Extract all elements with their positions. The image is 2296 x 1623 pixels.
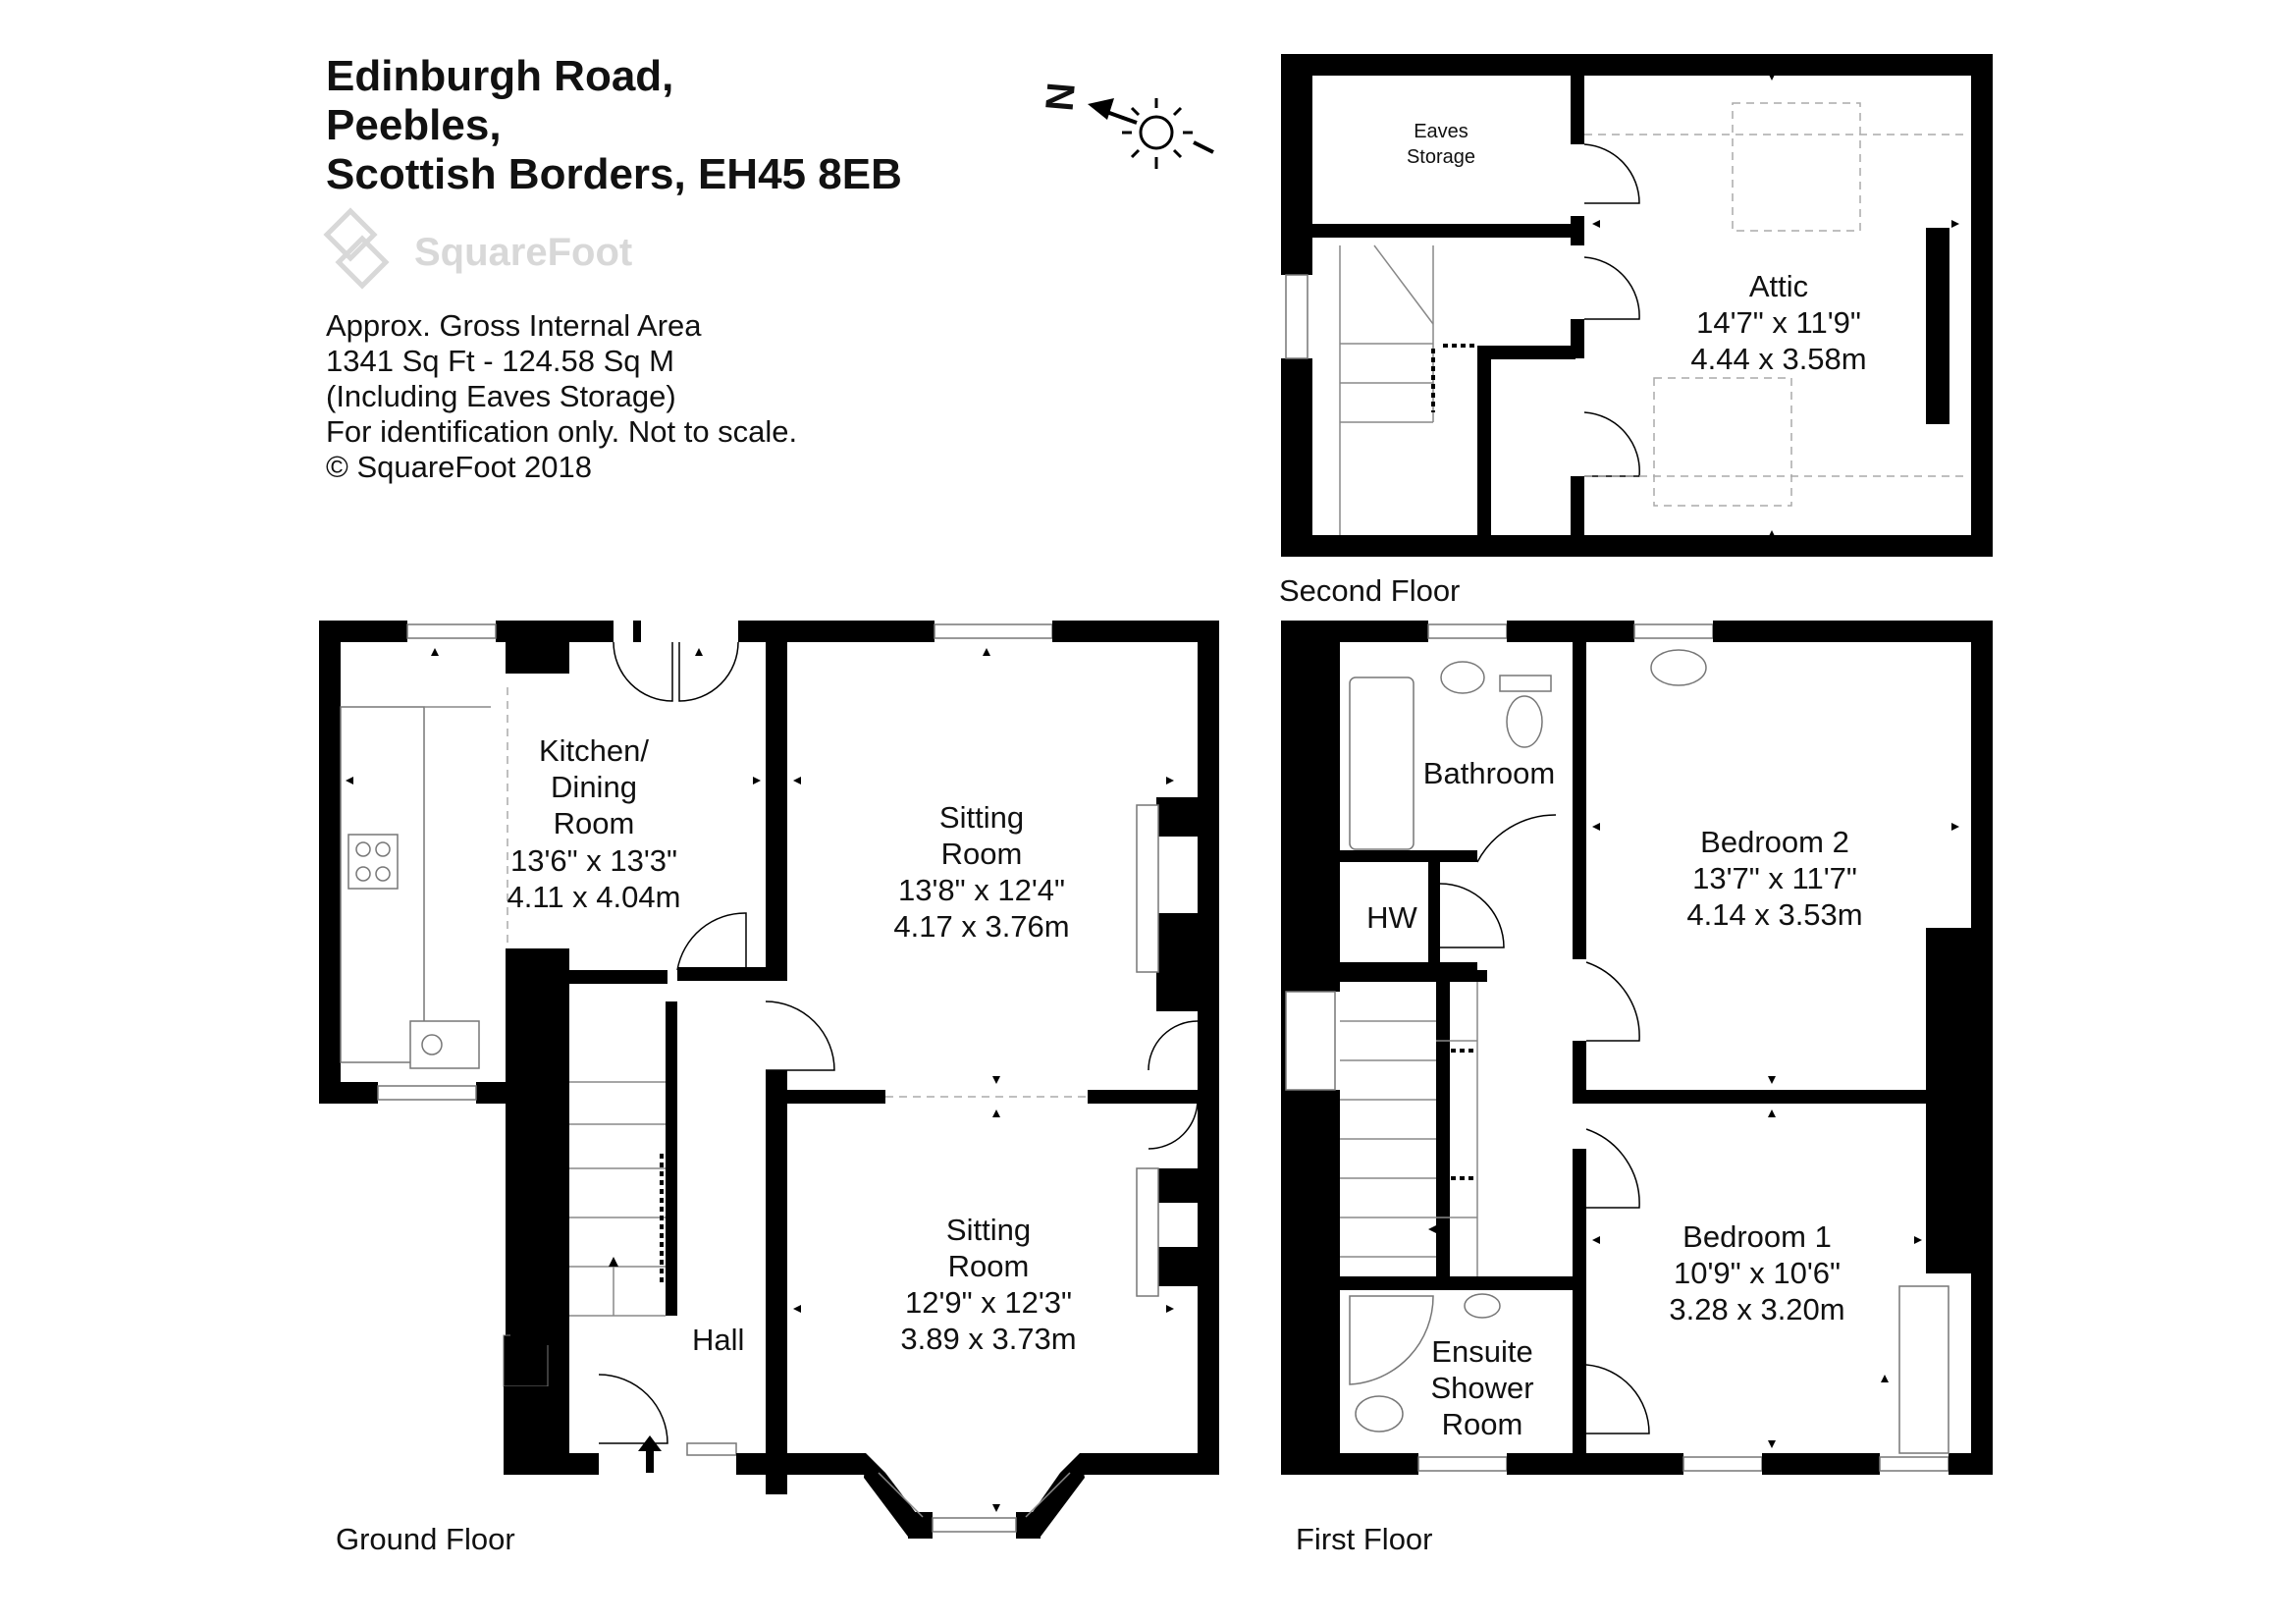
sun-icon (1122, 98, 1214, 169)
ground-floor-label: Ground Floor (336, 1522, 515, 1556)
bedroom-1-size-imperial: 10'9" x 10'6" (1674, 1256, 1841, 1290)
bedroom-1-size-metric: 3.28 x 3.20m (1669, 1292, 1844, 1326)
attic-skylight-2 (1653, 377, 1792, 507)
sitting-room-1-size-imperial: 13'8" x 12'4" (898, 873, 1065, 907)
ensuite-label-1: Ensuite (1431, 1334, 1532, 1369)
info-line-2: 1341 Sq Ft - 124.58 Sq M (326, 344, 674, 378)
sitting-room-2-size-imperial: 12'9" x 12'3" (905, 1285, 1072, 1320)
kitchen-door-right (678, 641, 739, 702)
compass: N (1037, 81, 1214, 169)
address-line-3: Scottish Borders, EH45 8EB (326, 150, 902, 198)
attic-label: Attic (1749, 269, 1808, 303)
squarefoot-logo: SquareFoot (323, 207, 632, 290)
bay-window (932, 1517, 1017, 1533)
ensuite-toilet (1355, 1395, 1404, 1433)
entrance-arrow-icon (638, 1435, 662, 1473)
ground-floor-plan: Kitchen/ Dining Room 13'6" x 13'3" 4.11 … (319, 621, 1219, 1556)
attic-size-imperial: 14'7" x 11'9" (1696, 305, 1861, 340)
info-line-1: Approx. Gross Internal Area (326, 308, 702, 343)
attic-size-metric: 4.44 x 3.58m (1690, 342, 1866, 376)
info-line-4: For identification only. Not to scale. (326, 414, 797, 449)
eaves-storage-label-1: Eaves (1414, 121, 1468, 142)
second-floor-label: Second Floor (1279, 573, 1460, 608)
address-block: Edinburgh Road, Peebles, Scottish Border… (326, 52, 902, 198)
second-floor-plan: Eaves Storage Attic 14'7" x 11'9" 4.44 x… (1279, 54, 1993, 608)
first-floor-plan: Bathroom HW Bedroom 2 13'7" x 11'7" 4.14… (1281, 621, 1993, 1556)
bathroom-label: Bathroom (1423, 756, 1555, 790)
sitting-room-2-label-1: Sitting (946, 1213, 1031, 1247)
sitting-room-2-label-2: Room (948, 1249, 1030, 1283)
sitting-room-1-size-metric: 4.17 x 3.76m (893, 909, 1069, 944)
area-info: Approx. Gross Internal Area 1341 Sq Ft -… (326, 308, 797, 484)
address-line-2: Peebles, (326, 101, 502, 149)
info-line-5: © SquareFoot 2018 (326, 450, 592, 484)
ensuite-basin (1464, 1293, 1501, 1319)
bedroom-1-label: Bedroom 1 (1682, 1219, 1832, 1254)
hw-label: HW (1366, 900, 1417, 935)
kitchen-size-imperial: 13'6" x 13'3" (510, 843, 677, 878)
bedroom-2-label: Bedroom 2 (1700, 825, 1849, 859)
kitchen-size-metric: 4.11 x 4.04m (507, 880, 681, 914)
eaves-storage-label-2: Storage (1407, 146, 1475, 168)
bathroom-toilet (1506, 695, 1543, 748)
kitchen-window-bottom (377, 1085, 477, 1101)
kitchen-window-top (406, 623, 497, 639)
compass-arrow-icon (1088, 98, 1138, 125)
bedroom-2-basin (1650, 649, 1707, 686)
bedroom-2-size-metric: 4.14 x 3.53m (1686, 897, 1862, 932)
attic-skylight-1 (1732, 102, 1861, 232)
kitchen-door-left (613, 641, 673, 702)
shower-tray (1349, 1295, 1434, 1385)
sitting-room-1-label-1: Sitting (939, 800, 1024, 835)
squarefoot-logo-icon (323, 207, 390, 290)
hob (347, 834, 399, 890)
sitting-room-1-label-2: Room (941, 837, 1023, 871)
kitchen-label-1: Kitchen/ (539, 733, 649, 768)
logo-wordmark: SquareFoot (414, 231, 632, 274)
sitting-room-2-size-metric: 3.89 x 3.73m (900, 1322, 1076, 1356)
kitchen-sink (409, 1020, 480, 1069)
bathtub (1349, 676, 1415, 850)
address-line-1: Edinburgh Road, (326, 52, 673, 100)
bedroom-2-size-imperial: 13'7" x 11'7" (1692, 861, 1857, 895)
kitchen-label-2: Dining (551, 770, 637, 804)
north-letter: N (1037, 81, 1082, 113)
bathroom-basin (1440, 661, 1485, 694)
first-floor-label: First Floor (1296, 1522, 1433, 1556)
info-line-3: (Including Eaves Storage) (326, 379, 676, 413)
ensuite-label-2: Shower (1430, 1371, 1533, 1405)
kitchen-label-3: Room (554, 806, 635, 840)
sitting-room-window-top (934, 623, 1053, 639)
ensuite-label-3: Room (1442, 1407, 1523, 1441)
hall-label: Hall (692, 1323, 744, 1357)
